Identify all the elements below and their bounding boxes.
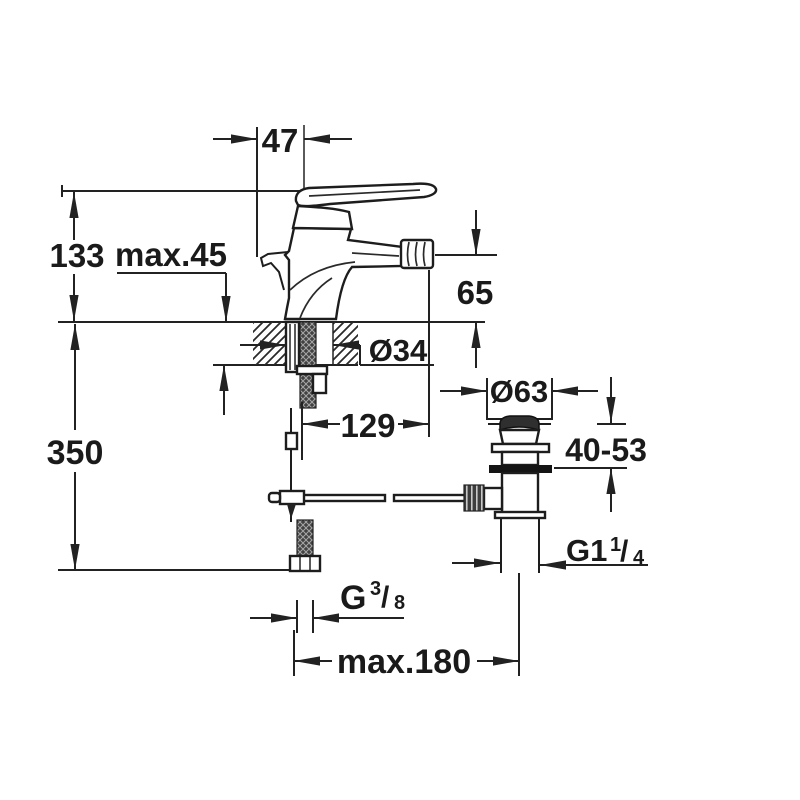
dim-waste-range-label: 40-53 (565, 432, 647, 468)
dim-supply-thread: G 3 / 8 (250, 578, 405, 633)
under-counter-parts (267, 320, 467, 573)
faucet-illustration (259, 125, 438, 321)
waste-thread-denominator: 4 (633, 547, 645, 569)
waste-thread-divider: / (620, 535, 629, 568)
dim-below-deck-label: 350 (47, 434, 104, 472)
popup-waste-illustration (463, 378, 553, 573)
supply-thread-divider: / (381, 581, 390, 614)
dim-spout-height-label: 65 (457, 274, 494, 311)
dim-shank-hole-label: Ø34 (369, 333, 428, 368)
dim-spout-height: 65 (435, 210, 497, 368)
waste-thread-numerator: 1 (610, 534, 621, 556)
supply-thread-denominator: 8 (394, 592, 405, 614)
dim-max-spread-label: max.180 (337, 643, 471, 681)
dim-waste-head-label: Ø63 (490, 374, 549, 409)
dim-waste-thread: G1 1 / 4 (452, 533, 648, 570)
dim-total-height-label: 133 (49, 237, 104, 274)
waste-thread-base: G1 (566, 533, 607, 568)
dim-below-deck-height: 350 (47, 324, 104, 570)
dim-shank-hole-diameter: Ø34 (240, 333, 434, 368)
dim-max-deck-thickness: max.45 (115, 236, 231, 415)
supply-thread-base: G (340, 579, 366, 617)
dim-handle-offset-label: 47 (262, 122, 299, 159)
dim-max-spread: max.180 (293, 573, 520, 681)
dim-waste-head-diameter: Ø63 (440, 374, 598, 409)
dim-spout-reach: 129 (301, 270, 430, 460)
dim-spout-reach-label: 129 (340, 407, 395, 444)
dim-total-height: 133 (49, 192, 105, 321)
dim-waste-adjust-range: 40-53 (554, 377, 647, 512)
dim-handle-offset: 47 (213, 122, 352, 257)
supply-thread-numerator: 3 (370, 578, 381, 600)
dim-max-deck-label: max.45 (115, 236, 227, 273)
